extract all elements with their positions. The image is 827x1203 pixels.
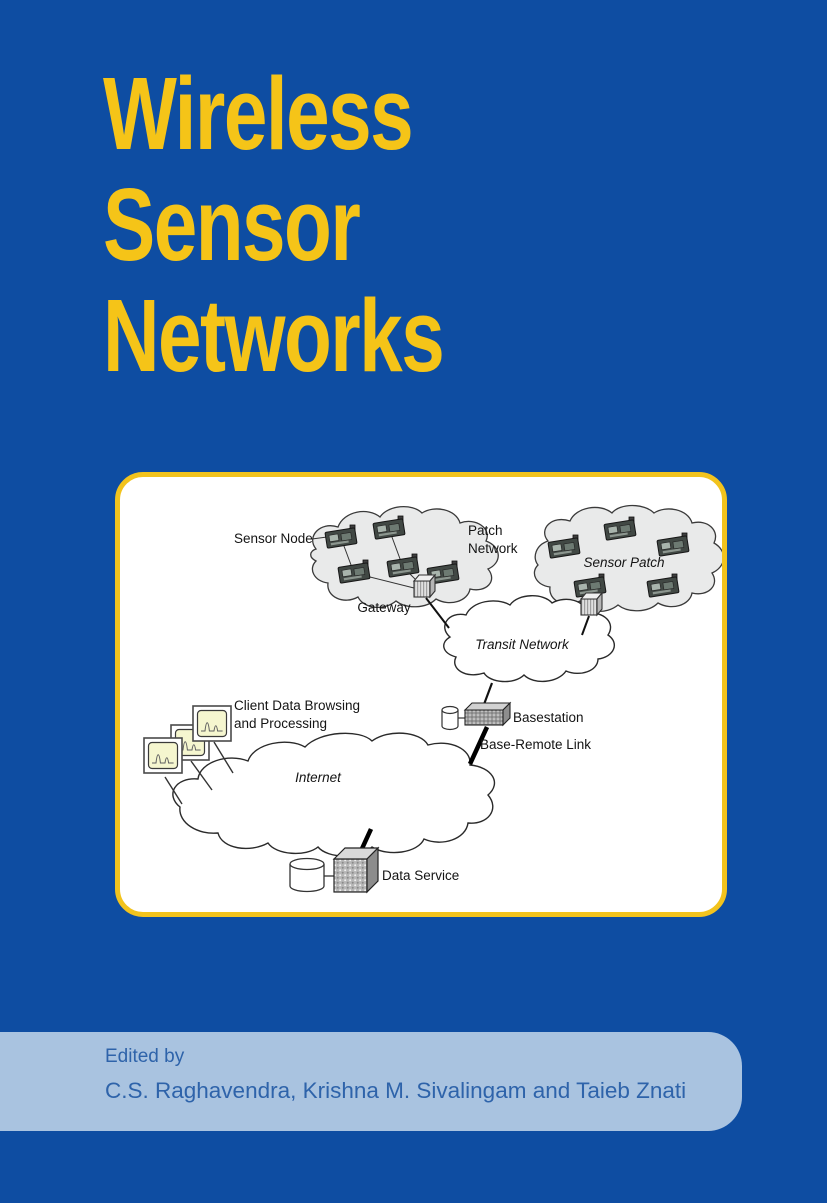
book-title-line-1: Wireless — [103, 56, 414, 171]
patch-transit-link — [581, 615, 590, 636]
sensor-node-label: Sensor Node — [234, 531, 313, 546]
book-title-line-2: Sensor — [103, 167, 361, 282]
client-internet-links — [164, 741, 234, 805]
gateway-label: Gateway — [357, 600, 411, 615]
sensor-patch-label: Sensor Patch — [583, 555, 664, 570]
basestation-disk-icon — [441, 705, 459, 731]
client-label-line2: and Processing — [234, 716, 327, 731]
gateway-transit-link — [425, 597, 450, 629]
book-title-line-3: Networks — [103, 278, 445, 393]
internet-label: Internet — [295, 770, 342, 785]
client-monitor-icon — [143, 737, 183, 774]
book-title: Wireless Sensor Networks — [103, 58, 551, 391]
internet-cloud — [172, 732, 495, 857]
client-label-line1: Client Data Browsing — [234, 698, 360, 713]
transit-network-cloud — [443, 595, 616, 683]
client-monitor-icon — [192, 705, 232, 742]
gateway-cube-icon — [413, 574, 436, 598]
patch-network-label-line2: Network — [468, 541, 518, 556]
base-remote-link-line — [467, 726, 490, 765]
data-service-label: Data Service — [382, 868, 459, 883]
edited-by-label: Edited by — [105, 1046, 185, 1067]
basestation-label: Basestation — [513, 710, 584, 725]
patch-network-blob — [310, 506, 499, 608]
basestation-box-icon — [463, 701, 512, 727]
data-service-cube-icon — [332, 846, 380, 894]
editors-names: C.S. Raghavendra, Krishna M. Sivalingam … — [105, 1078, 687, 1103]
editors-band: Edited by C.S. Raghavendra, Krishna M. S… — [0, 1032, 742, 1131]
diagram-panel: Sensor Node Patch Network Sensor Patch G… — [115, 472, 727, 917]
transit-network-label: Transit Network — [475, 637, 570, 652]
data-service-disk-icon — [289, 857, 325, 893]
patch-network-label-line1: Patch — [468, 523, 503, 538]
patch-gateway-cube-icon — [580, 592, 603, 616]
base-remote-link-label: Base-Remote Link — [480, 737, 591, 752]
network-diagram: Sensor Node Patch Network Sensor Patch G… — [143, 504, 722, 894]
